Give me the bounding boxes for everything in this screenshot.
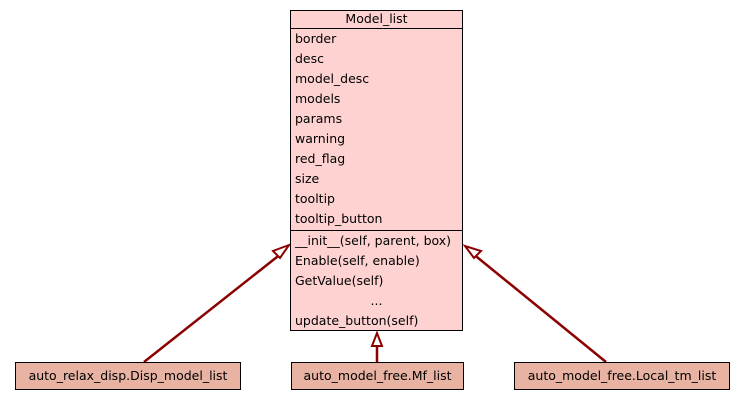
attribute: params	[295, 111, 343, 126]
method: GetValue(self)	[295, 273, 384, 288]
attribute: warning	[295, 131, 346, 146]
class-disp-model-list[interactable]: auto_relax_disp.Disp_model_list	[15, 362, 241, 390]
attribute: tooltip	[295, 191, 335, 206]
method-ellipsis: ...	[370, 293, 383, 308]
method: update_button(self)	[295, 313, 419, 328]
attribute: border	[295, 31, 337, 46]
class-title: Model_list	[291, 11, 462, 29]
class-model-list[interactable]: Model_list border desc model_desc models…	[290, 10, 463, 331]
class-local-tm-list[interactable]: auto_model_free.Local_tm_list	[514, 362, 730, 390]
attribute: tooltip_button	[295, 211, 383, 226]
attribute: red_flag	[295, 151, 346, 166]
inheritance-arrow-icon	[271, 242, 292, 260]
method-list: __init__(self, parent, box) Enable(self,…	[291, 231, 462, 330]
method: __init__(self, parent, box)	[295, 233, 452, 248]
inheritance-arrow-icon	[370, 330, 384, 347]
attribute: model_desc	[295, 71, 370, 86]
attribute: models	[295, 91, 341, 106]
edge-disp-model-list	[143, 252, 283, 363]
attribute: desc	[295, 51, 325, 66]
inheritance-arrow-icon	[462, 244, 483, 260]
attribute: size	[295, 171, 320, 186]
method: Enable(self, enable)	[295, 253, 420, 268]
class-mf-list[interactable]: auto_model_free.Mf_list	[291, 362, 464, 390]
attribute-list: border desc model_desc models params war…	[291, 29, 462, 231]
edge-local-tm-list	[471, 252, 607, 363]
